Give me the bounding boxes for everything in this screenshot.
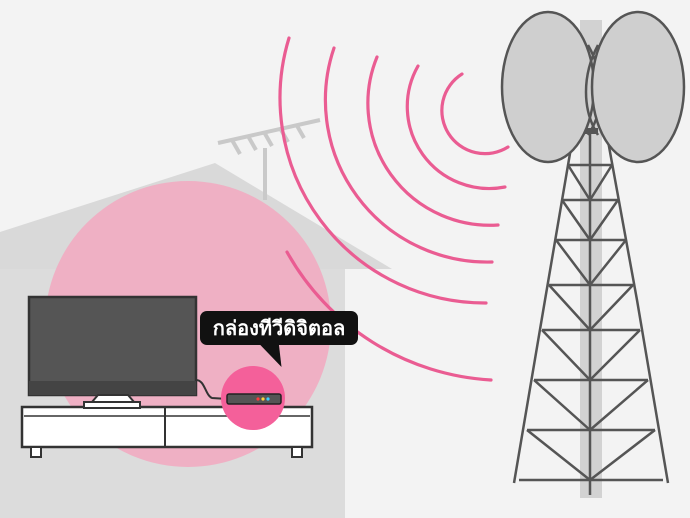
- dish-right: [584, 10, 686, 164]
- callout-label: กล่องทีวีดิจิตอล: [200, 311, 358, 345]
- hdmi-cable: [195, 379, 229, 400]
- television-icon: [27, 295, 198, 409]
- signal-waves: [278, 36, 510, 382]
- broadcast-tower-icon: [500, 10, 686, 498]
- set-top-box-icon: [226, 393, 282, 405]
- set-top-box-callout: กล่องทีวีดิจิตอล: [200, 311, 358, 367]
